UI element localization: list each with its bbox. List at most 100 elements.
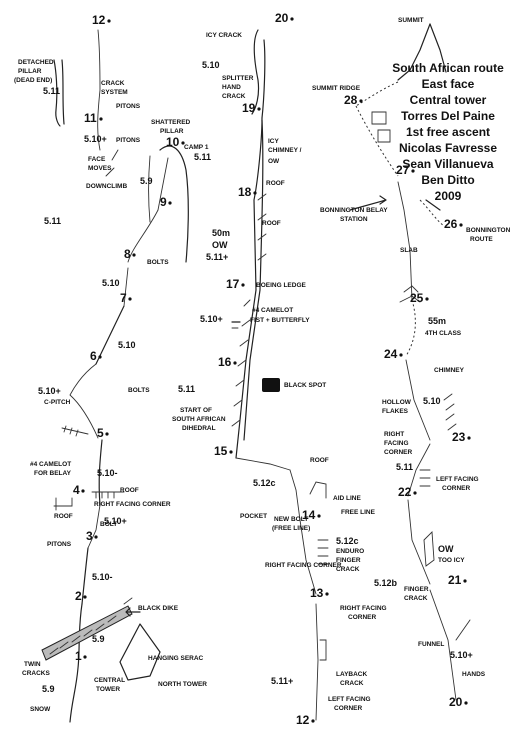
feature-note: CAMP 1: [184, 144, 209, 151]
grade-label: 55m: [428, 316, 446, 326]
belay-station-dot: [83, 655, 87, 659]
feature-note: ROOF: [54, 513, 73, 520]
pitch-number: 16: [218, 355, 232, 369]
belay-station-dot: [464, 701, 468, 705]
grade-label: 5.9: [92, 634, 105, 644]
pitch-number: 8: [124, 247, 131, 261]
feature-note: OW: [268, 158, 280, 165]
belay-station-dot: [98, 355, 102, 359]
pitch-number: 20: [449, 695, 463, 709]
grade-label: 5.10: [202, 60, 220, 70]
feature-note: CRACK: [404, 595, 428, 602]
pitch-number: 27: [396, 163, 410, 177]
black-spot-mark: [262, 378, 280, 392]
feature-note: NORTH TOWER: [158, 681, 207, 688]
feature-note: CORNER: [334, 705, 362, 712]
belay-station-dot: [233, 361, 237, 365]
grade-label: 5.10: [102, 278, 120, 288]
belay-station-dot: [168, 201, 172, 205]
feature-note: SHATTERED: [151, 119, 191, 126]
feature-note: LEFT FACING: [436, 476, 479, 483]
grade-label: 50m: [212, 228, 230, 238]
feature-note: HOLLOW: [382, 399, 412, 406]
belay-station-dot: [241, 283, 245, 287]
belay-station-dot: [325, 592, 329, 596]
pitch-number: 22: [398, 485, 412, 499]
feature-note: TOWER: [96, 686, 120, 693]
feature-note: FLAKES: [382, 408, 409, 415]
belay-station-dot: [257, 107, 261, 111]
title-line: Torres Del Paine: [401, 109, 495, 123]
feature-note: CORNER: [348, 614, 376, 621]
belay-station-dot: [359, 99, 363, 103]
feature-note: TOO ICY: [438, 557, 465, 564]
belay-station-dot: [181, 141, 185, 145]
feature-note: BOLTS: [147, 259, 169, 266]
feature-note: CRACK: [340, 680, 364, 687]
belay-station-dot: [425, 297, 429, 301]
title-line: South African route: [392, 61, 504, 75]
feature-note: ROOF: [262, 220, 281, 227]
right-column-linework: [355, 23, 471, 701]
grade-label: 5.10+: [104, 516, 127, 526]
feature-note: FINGER: [404, 586, 429, 593]
belay-station-dot: [99, 117, 103, 121]
feature-note: CRACK: [101, 80, 125, 87]
feature-note: SUMMIT: [398, 17, 424, 24]
grade-labels: 5.115.10+5.95.115.105.105.10+5.10-5.10+5…: [38, 60, 473, 694]
feature-note: ROOF: [310, 457, 329, 464]
feature-note: ROOF: [266, 180, 285, 187]
feature-note: ICY CRACK: [206, 32, 242, 39]
feature-note: BOEING LEDGE: [256, 282, 307, 289]
feature-note: ENDURO: [336, 548, 364, 555]
pitch-number: 21: [448, 573, 462, 587]
feature-note: MOVES: [88, 165, 112, 172]
left-column-linework: [41, 29, 189, 723]
feature-note: (FREE LINE): [272, 525, 310, 532]
feature-note: BOLT: [100, 521, 117, 528]
pitch-number: 13: [310, 586, 324, 600]
feature-note: CHIMNEY /: [268, 147, 302, 154]
belay-station-dot: [411, 169, 415, 173]
feature-note: BONNINGTON: [466, 227, 511, 234]
pitch-number: 1: [75, 649, 82, 663]
grade-label: 5.11: [396, 462, 413, 472]
feature-note: FREE LINE: [341, 509, 376, 516]
feature-note: STATION: [340, 216, 368, 223]
pitch-number: 18: [238, 185, 252, 199]
feature-note: LEFT FACING: [328, 696, 371, 703]
grade-label: 5.10-: [92, 572, 113, 582]
title-line: Ben Ditto: [421, 173, 474, 187]
feature-note: CRACK: [336, 566, 360, 573]
feature-note: FOR BELAY: [34, 470, 72, 477]
feature-note: FINGER: [336, 557, 361, 564]
belay-station-dot: [467, 436, 471, 440]
grade-label: 5.12c: [253, 478, 276, 488]
grade-label: OW: [438, 544, 454, 554]
feature-note: BLACK SPOT: [284, 382, 326, 389]
pitch-number: 14: [302, 508, 316, 522]
feature-note: RIGHT FACING: [340, 605, 387, 612]
feature-note: HANGING SERAC: [148, 655, 204, 662]
feature-note: BOLTS: [128, 387, 150, 394]
pitch-number: 11: [84, 111, 97, 125]
feature-note: CENTRAL: [94, 677, 125, 684]
grade-label: 5.11: [43, 86, 60, 96]
belay-station-dot: [229, 450, 233, 454]
belay-station-dot: [413, 491, 417, 495]
feature-note: START OF: [180, 407, 212, 414]
feature-note: PITONS: [116, 103, 141, 110]
pitch-number: 26: [444, 217, 458, 231]
feature-note: TWIN: [24, 661, 41, 668]
feature-note: CHIMNEY: [434, 367, 465, 374]
pitch-number: 15: [214, 444, 228, 458]
feature-note: RIGHT: [384, 431, 404, 438]
pitch-number: 10: [166, 135, 180, 149]
grade-label: 5.11+: [271, 676, 293, 686]
pitch-number: 19: [242, 101, 256, 115]
title-line: Central tower: [410, 93, 487, 107]
feature-note: SPLITTER: [222, 75, 254, 82]
pitch-number: 6: [90, 349, 97, 363]
grade-label: 5.9: [42, 684, 55, 694]
